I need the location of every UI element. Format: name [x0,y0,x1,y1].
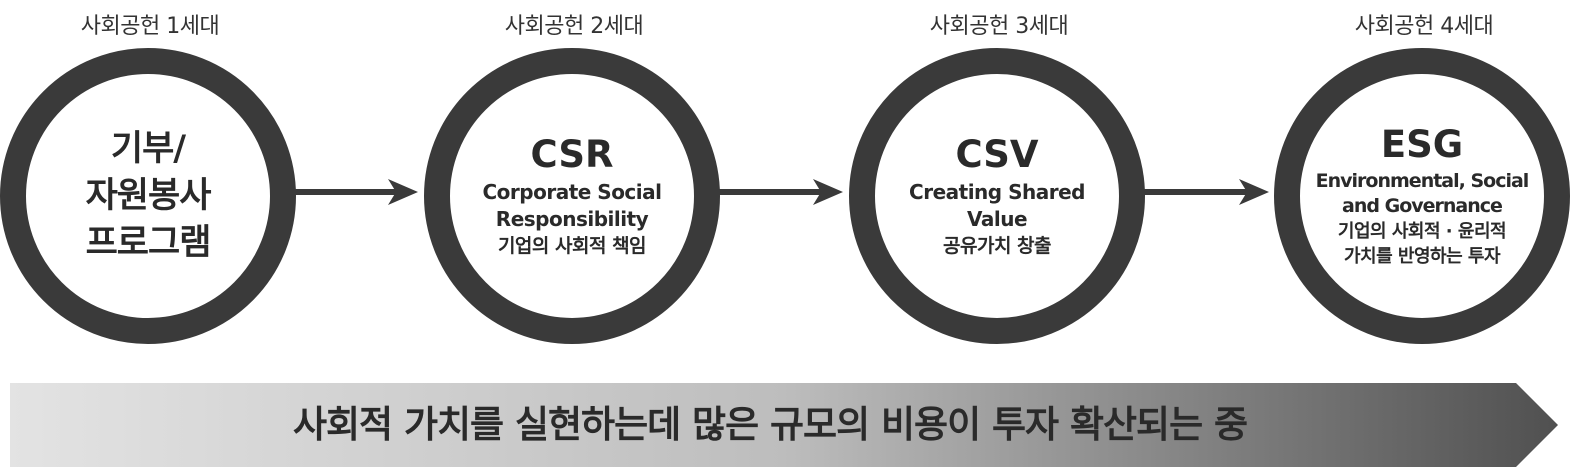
csv-korean-line-1: 공유가치 창출 [943,235,1052,257]
csv-english-line-2: Value [966,207,1028,231]
csv-english-line-1: Creating Shared [909,180,1085,204]
stage-1-label: 사회공헌 1세대 [80,14,220,39]
csv-acronym: CSV [955,133,1039,176]
arrow-right-icon [715,179,843,205]
stage-2-circle: CSR Corporate Social Responsibility 기업의 … [424,48,720,344]
stage-3-label: 사회공헌 3세대 [929,14,1069,39]
esg-korean-line-2: 가치를 반영하는 투자 [1343,246,1501,267]
stage-4: 사회공헌 4세대 ESG Environmental, Social and G… [1274,0,1574,345]
stage-1: 사회공헌 1세대 기부/ 자원봉사 프로그램 [0,0,300,345]
esg-korean-line-1: 기업의 사회적 · 윤리적 [1337,221,1507,242]
esg-english-line-2: and Governance [1342,195,1503,217]
stage-2-label: 사회공헌 2세대 [504,14,644,39]
banner-text: 사회적 가치를 실현하는데 많은 규모의 비용이 투자 확산되는 중 [292,403,1248,446]
csr-english-line-2: Responsibility [495,207,649,231]
progress-banner-arrow [10,383,1558,467]
stage-4-circle: ESG Environmental, Social and Governance… [1274,48,1570,344]
csr-acronym: CSR [530,133,614,176]
esg-acronym: ESG [1380,123,1464,166]
stage-1-line-2: 자원봉사 [85,175,212,216]
stage-2: 사회공헌 2세대 CSR Corporate Social Responsibi… [424,0,724,345]
stage-1-line-1: 기부/ [110,128,186,169]
csr-english-line-1: Corporate Social [482,180,663,204]
arrow-right-icon [1141,179,1269,205]
arrow-right-icon [290,179,418,205]
esg-english-line-1: Environmental, Social [1315,170,1530,192]
stage-3-circle: CSV Creating Shared Value 공유가치 창출 [849,48,1145,344]
stage-1-line-3: 프로그램 [85,222,212,263]
csr-korean-line-1: 기업의 사회적 책임 [497,235,647,257]
stage-1-circle: 기부/ 자원봉사 프로그램 [0,48,296,344]
stage-3: 사회공헌 3세대 CSV Creating Shared Value 공유가치 … [849,0,1149,345]
stage-4-label: 사회공헌 4세대 [1354,14,1494,39]
